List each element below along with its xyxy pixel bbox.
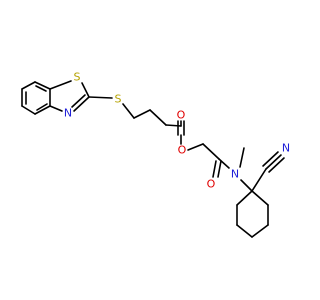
atom-nitrogen-amide: N: [231, 168, 239, 181]
bond-thiazole-1: [49, 80, 72, 90]
atom-nitrogen-thiazole: N: [64, 107, 72, 120]
bond-cyclohexane-4: [251, 224, 269, 238]
bond-benzo-inner-2: [36, 103, 48, 111]
bond-amide-cn: [218, 158, 230, 169]
bond-nitrile-2: [265, 154, 282, 170]
bond-cyclohexane-1: [236, 190, 253, 206]
atom-nitrogen-nitrile: N: [282, 142, 290, 155]
bond-benzo-inner-3: [35, 85, 47, 92]
atom-oxygen-amide: O: [207, 178, 216, 191]
bond-chain-1: [133, 109, 151, 119]
bonds: [21, 80, 285, 238]
chemical-structure: S N S O O O N N: [21, 70, 293, 238]
bond-nitrile-2c: [268, 157, 285, 173]
atom-labels: S N S O O O N N: [64, 71, 290, 191]
atom-oxygen-ester-carbonyl: O: [177, 109, 186, 122]
atom-oxygen-ester: O: [178, 144, 187, 157]
bond-n-cyclohexyl: [240, 179, 253, 192]
bond-benzo-3: [21, 105, 36, 115]
bond-benzo-1: [21, 81, 36, 90]
bond-n-methyl: [239, 147, 245, 168]
bond-chain-2: [149, 109, 167, 126]
bond-cyclohexane-6: [251, 190, 269, 206]
bond-nitrile-1: [251, 168, 267, 192]
bond-thioether-1: [88, 96, 113, 99]
bond-thiazole-3: [73, 96, 90, 112]
molecule-canvas: S N S O O O N N: [21, 70, 293, 238]
bond-benzo-6: [34, 81, 51, 90]
bond-thiazole-3b: [71, 94, 86, 108]
bond-thiazole-4: [49, 105, 63, 112]
bond-cyclohexane-3: [236, 224, 253, 238]
label-backgrounds: [61, 71, 293, 191]
atom-sulfur-thiazole: S: [74, 71, 81, 84]
bond-amide-double-a: [212, 160, 217, 178]
bond-nitrile-2b: [262, 151, 279, 167]
bond-thiazole-2: [81, 82, 90, 98]
bond-glycolate-2: [202, 143, 220, 160]
bond-amide-double-b: [217, 160, 222, 178]
bond-benzo-4: [34, 105, 51, 115]
atom-sulfur-thioether: S: [115, 93, 122, 106]
bond-thioether-2: [122, 103, 135, 119]
bond-glycolate-1: [187, 143, 204, 151]
